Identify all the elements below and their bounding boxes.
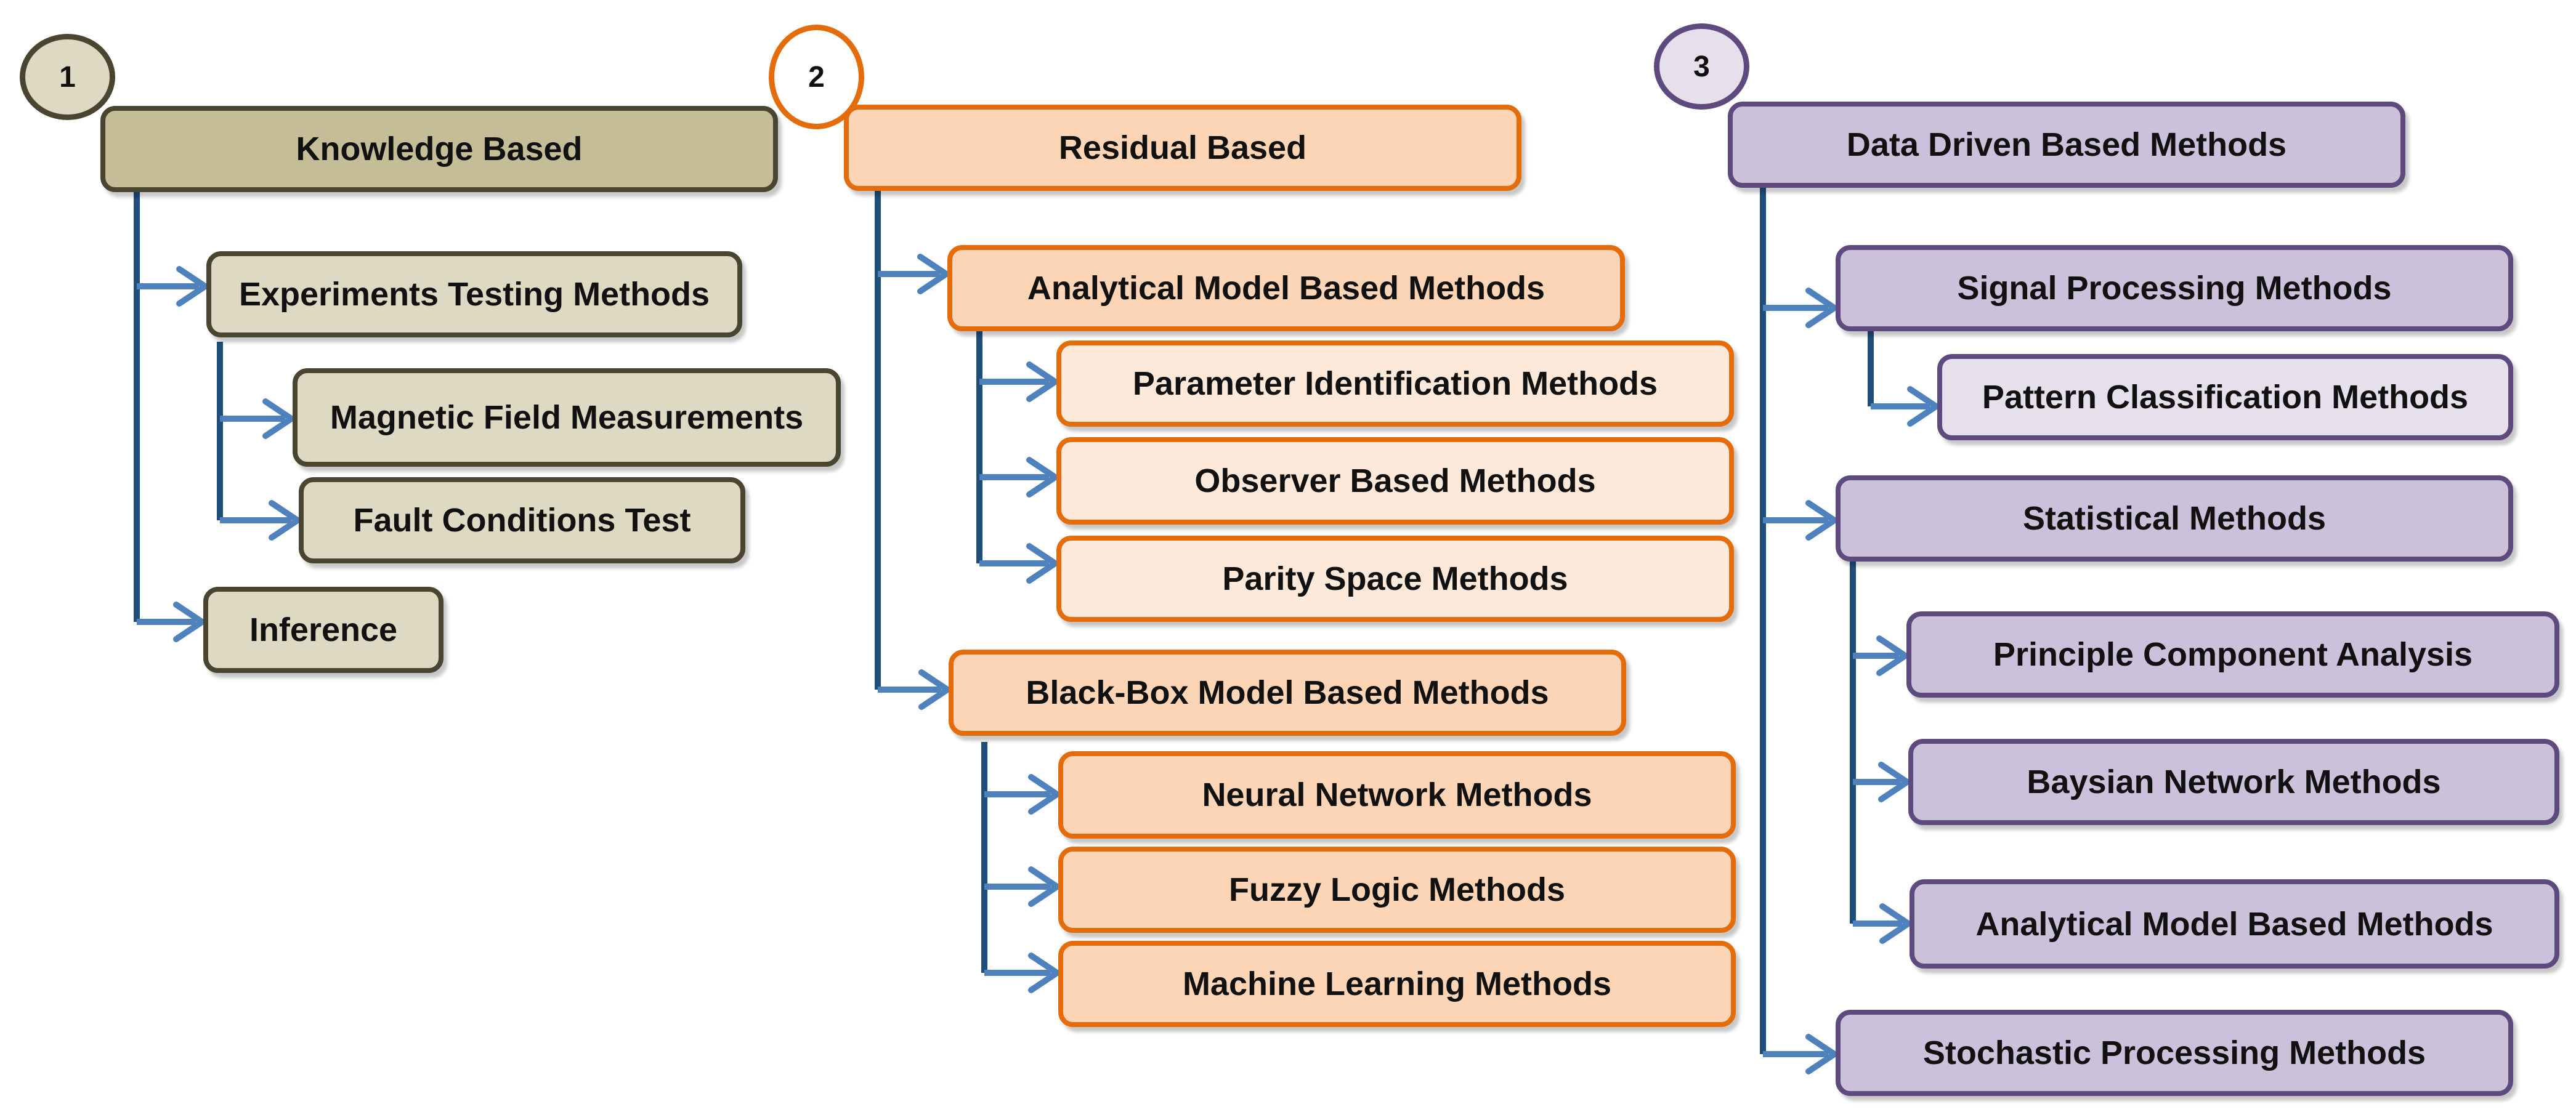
branch-arrow-head bbox=[1805, 1034, 1837, 1074]
branch-arrow-head bbox=[176, 266, 208, 307]
branch-arrow-head bbox=[1805, 288, 1837, 328]
machine-learning-methods-box: Machine Learning Methods bbox=[1058, 941, 1736, 1027]
baysian-network-methods-box: Baysian Network Methods bbox=[1908, 739, 2559, 825]
observer-based-methods-box: Observer Based Methods bbox=[1056, 437, 1734, 525]
branch-arrow-head bbox=[262, 398, 294, 439]
branch-arrow-head bbox=[1028, 774, 1060, 815]
column-1-number-badge: 1 bbox=[20, 34, 115, 120]
residual-based-header: Residual Based bbox=[844, 105, 1521, 191]
column-2-number-badge: 2 bbox=[769, 25, 864, 129]
column-3-number-badge: 3 bbox=[1654, 23, 1749, 110]
fuzzy-logic-methods-box: Fuzzy Logic Methods bbox=[1058, 847, 1736, 933]
branch-arrow-head bbox=[1879, 903, 1911, 944]
branch-arrow-head bbox=[1878, 762, 1910, 802]
branch-arrow-head bbox=[1028, 953, 1060, 993]
branch-arrow-head bbox=[269, 500, 301, 541]
branch-arrow-head bbox=[1026, 457, 1058, 498]
inference-box: Inference bbox=[203, 587, 444, 673]
branch-arrow-head bbox=[1876, 635, 1908, 676]
data-driven-based-methods-header: Data Driven Based Methods bbox=[1728, 102, 2405, 188]
pattern-classification-methods-box: Pattern Classification Methods bbox=[1937, 354, 2513, 440]
stochastic-processing-methods-box: Stochastic Processing Methods bbox=[1836, 1010, 2513, 1096]
statistical-methods-box: Statistical Methods bbox=[1836, 475, 2513, 562]
parity-space-methods-box: Parity Space Methods bbox=[1056, 536, 1734, 622]
signal-processing-methods-box: Signal Processing Methods bbox=[1836, 245, 2513, 331]
parameter-identification-methods-box: Parameter Identification Methods bbox=[1056, 340, 1734, 427]
branch-arrow-head bbox=[1026, 543, 1058, 584]
branch-arrow-head bbox=[1805, 500, 1837, 541]
branch-arrow-head bbox=[1028, 866, 1060, 907]
experiments-testing-methods-box: Experiments Testing Methods bbox=[206, 251, 742, 337]
magnetic-field-measurements-box: Magnetic Field Measurements bbox=[293, 368, 841, 467]
analytical-model-based-methods-box: Analytical Model Based Methods bbox=[947, 245, 1625, 331]
branch-arrow-head bbox=[173, 602, 205, 642]
branch-arrow-head bbox=[1026, 361, 1058, 402]
principle-component-analysis-box: Principle Component Analysis bbox=[1906, 611, 2559, 698]
fault-conditions-test-box: Fault Conditions Test bbox=[299, 477, 745, 563]
branch-arrow-head bbox=[918, 669, 950, 710]
neural-network-methods-box: Neural Network Methods bbox=[1058, 751, 1736, 839]
branch-arrow-head bbox=[1907, 386, 1939, 427]
black-box-model-based-methods-box: Black-Box Model Based Methods bbox=[949, 650, 1626, 736]
knowledge-based-header: Knowledge Based bbox=[100, 106, 778, 192]
branch-arrow-head bbox=[917, 254, 949, 294]
analytical-model-based-methods-statistical-box: Analytical Model Based Methods bbox=[1910, 879, 2559, 969]
